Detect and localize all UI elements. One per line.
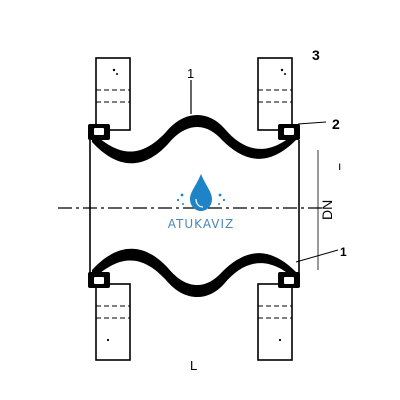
retaining-ring-bottom-right [278,272,300,288]
rubber-bellows-top [92,114,296,164]
rubber-bellows-bottom [92,248,296,298]
watermark-text: ATUKAVIZ [168,217,234,231]
label-part-1-top: 1 [187,66,194,81]
flange-left-top [95,57,131,131]
retaining-ring-top-right [278,124,300,140]
label-side-mark: ı [338,159,341,173]
leader-part-2 [297,121,327,125]
flange-right-bottom [257,283,293,361]
leader-part-1-bottom [295,249,339,263]
label-part-3: 3 [312,47,320,63]
splash-dots-icon [176,193,226,205]
water-drop-icon [190,174,212,211]
flange-right-top [257,57,293,131]
label-dn: DN [319,200,335,220]
watermark-logo: ATUKAVIZ [168,174,234,231]
label-part-2: 2 [332,116,340,132]
retaining-ring-top-left [88,124,110,140]
label-part-1-bottom: 1 [340,245,347,259]
retaining-ring-bottom-left [88,272,110,288]
label-length: L [190,358,197,373]
flange-left-bottom [95,283,131,361]
